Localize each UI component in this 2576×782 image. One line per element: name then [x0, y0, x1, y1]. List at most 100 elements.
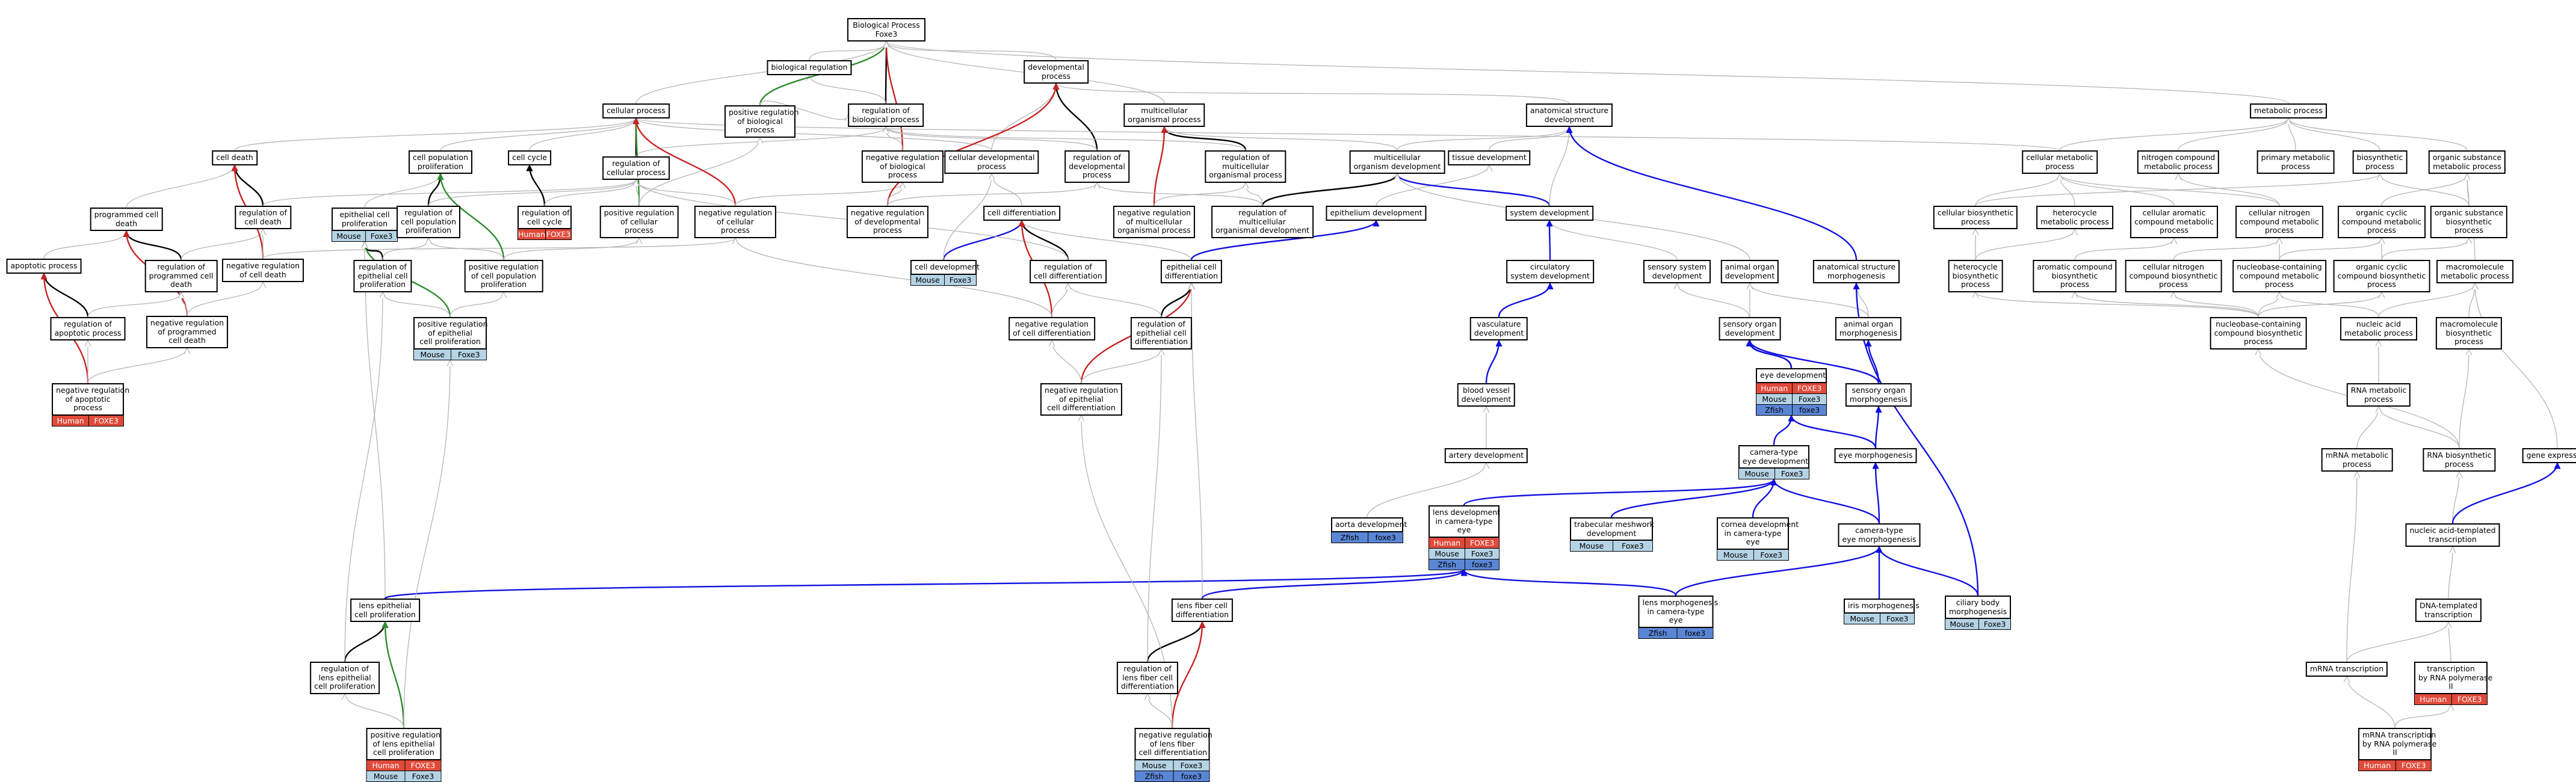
go-term-node[interactable]: cell differentiation: [983, 206, 1060, 221]
go-term-node[interactable]: cellular metabolic process: [2022, 150, 2098, 174]
go-term-node[interactable]: artery development: [1444, 448, 1528, 463]
go-term-node[interactable]: macromolecule biosynthetic process: [2435, 317, 2503, 349]
go-term-node[interactable]: sensory system development: [1643, 260, 1711, 283]
go-term-node[interactable]: cellular developmental process: [944, 150, 1039, 174]
go-term-node[interactable]: positive regulation of cell population p…: [464, 260, 543, 292]
go-term-node[interactable]: regulation of programmed cell death: [144, 260, 218, 292]
go-term-node[interactable]: negative regulation of apoptotic process…: [52, 383, 129, 426]
go-term-node[interactable]: regulation of lens epithelial cell proli…: [310, 662, 380, 694]
go-term-node[interactable]: organic cyclic compound metabolic proces…: [2338, 206, 2426, 238]
go-term-node[interactable]: epithelial cell differentiation: [1160, 260, 1223, 283]
go-term-node[interactable]: heterocycle biosynthetic process: [1948, 260, 2003, 292]
go-term-node[interactable]: anatomical structure development: [1525, 103, 1613, 127]
go-term-node[interactable]: regulation of multicellular organismal p…: [1205, 150, 1286, 183]
go-term-node[interactable]: tissue development: [1448, 150, 1531, 165]
go-term-node[interactable]: regulation of developmental process: [1064, 150, 1129, 183]
go-term-node[interactable]: regulation of cell differentiation: [1030, 260, 1107, 283]
go-term-node[interactable]: lens epithelial cell proliferation: [350, 599, 420, 622]
go-term-node[interactable]: cellular nitrogen compound biosynthetic …: [2125, 260, 2222, 292]
go-term-node[interactable]: negative regulation of multicellular org…: [1113, 206, 1196, 238]
go-term-node[interactable]: circulatory system development: [1506, 260, 1594, 283]
go-term-node[interactable]: aromatic compound biosynthetic process: [2033, 260, 2117, 292]
go-term-node[interactable]: animal organ development: [1720, 260, 1779, 283]
go-term-node[interactable]: negative regulation of biological proces…: [861, 150, 944, 183]
go-term-node[interactable]: metabolic process: [2250, 103, 2327, 119]
go-term-node[interactable]: positive regulation of cellular process: [599, 206, 679, 238]
go-term-node[interactable]: gene expression: [2522, 448, 2576, 463]
go-term-node[interactable]: cell population proliferation: [409, 150, 472, 174]
go-term-node[interactable]: regulation of epithelial cell differenti…: [1130, 317, 1193, 349]
go-term-node[interactable]: cellular nitrogen compound metabolic pro…: [2235, 206, 2323, 238]
go-term-node[interactable]: regulation of apoptotic process: [50, 317, 126, 340]
go-term-node[interactable]: biosynthetic process: [2352, 150, 2408, 174]
go-term-node[interactable]: nucleobase-containing compound biosynthe…: [2210, 317, 2307, 349]
go-term-node[interactable]: heterocycle metabolic process: [2036, 206, 2113, 229]
go-term-node[interactable]: multicellular organismal process: [1123, 103, 1205, 127]
go-term-node[interactable]: anatomical structure morphogenesis: [1812, 260, 1900, 283]
go-term-node[interactable]: lens fiber cell differentiation: [1171, 599, 1234, 622]
go-term-node[interactable]: organic substance metabolic process: [2428, 150, 2506, 174]
go-term-node[interactable]: vasculature development: [1469, 317, 1528, 340]
go-term-node[interactable]: nucleic acid metabolic process: [2340, 317, 2417, 340]
go-term-node[interactable]: apoptotic process: [6, 259, 82, 274]
go-term-node[interactable]: negative regulation of lens fiber cell d…: [1134, 728, 1212, 782]
go-term-node[interactable]: regulation of lens fiber cell differenti…: [1116, 662, 1179, 694]
go-term-node[interactable]: negative regulation of programmed cell d…: [146, 316, 229, 348]
go-term-node[interactable]: primary metabolic process: [2256, 150, 2335, 174]
go-term-node[interactable]: regulation of cellular process: [602, 156, 670, 180]
go-term-node[interactable]: negative regulation of cell differentiat…: [1008, 317, 1095, 340]
go-term-node[interactable]: positive regulation of biological proces…: [724, 105, 799, 138]
go-term-node[interactable]: positive regulation of lens epithelial c…: [366, 728, 442, 782]
go-term-node[interactable]: sensory organ development: [1719, 317, 1781, 340]
go-term-node[interactable]: organic substance biosynthetic process: [2430, 206, 2508, 238]
go-term-node[interactable]: blood vessel development: [1457, 383, 1516, 407]
go-term-node[interactable]: organic cyclic compound biosynthetic pro…: [2333, 260, 2430, 292]
go-term-node[interactable]: cell death: [212, 150, 258, 165]
go-term-node[interactable]: developmental process: [1024, 60, 1089, 84]
go-term-node[interactable]: macromolecule metabolic process: [2436, 260, 2513, 283]
go-term-node[interactable]: negative regulation of cell death: [221, 259, 304, 282]
go-term-node[interactable]: multicellular organism development: [1349, 150, 1445, 174]
go-term-node[interactable]: eye morphogenesis: [1834, 448, 1917, 463]
go-term-node[interactable]: negative regulation of cellular process: [694, 206, 777, 238]
go-term-node[interactable]: Biological Process Foxe3: [847, 18, 925, 42]
go-term-node[interactable]: regulation of epithelial cell proliferat…: [353, 260, 412, 292]
go-term-node[interactable]: system development: [1506, 206, 1593, 221]
go-term-node[interactable]: cellular biosynthetic process: [1933, 206, 2018, 229]
go-term-node[interactable]: sensory organ morphogenesis: [1845, 383, 1912, 407]
go-term-node[interactable]: cell cycle: [508, 150, 551, 165]
go-term-node[interactable]: programmed cell death: [90, 208, 163, 231]
go-term-node[interactable]: epithelium development: [1326, 206, 1427, 221]
go-term-node[interactable]: nucleic acid-templated transcription: [2405, 523, 2500, 547]
go-term-node[interactable]: regulation of biological process: [848, 103, 924, 127]
go-term-node[interactable]: regulation of cell population proliferat…: [397, 206, 460, 238]
go-term-node[interactable]: mRNA transcription: [2305, 662, 2388, 677]
go-term-node[interactable]: animal organ morphogenesis: [1835, 317, 1902, 340]
go-term-node[interactable]: positive regulation of epithelial cell p…: [413, 317, 488, 360]
go-term-node[interactable]: nitrogen compound metabolic process: [2137, 150, 2220, 174]
go-term-node[interactable]: negative regulation of developmental pro…: [846, 206, 929, 238]
go-term-node[interactable]: DNA-templated transcription: [2415, 599, 2482, 622]
go-term-node[interactable]: cellular process: [602, 103, 670, 119]
go-term-node[interactable]: regulation of multicellular organismal d…: [1211, 206, 1314, 238]
go-term-node[interactable]: nucleobase-containing compound metabolic…: [2232, 260, 2326, 292]
go-term-node[interactable]: RNA metabolic process: [2346, 383, 2411, 407]
go-term-node[interactable]: RNA biosynthetic process: [2423, 448, 2496, 472]
go-term-node[interactable]: camera-type eye morphogenesis: [1838, 523, 1921, 547]
go-term-node[interactable]: negative regulation of epithelial cell d…: [1040, 383, 1123, 416]
go-term-node[interactable]: cellular aromatic compound metabolic pro…: [2130, 206, 2218, 238]
go-term-node[interactable]: mRNA metabolic process: [2321, 448, 2393, 472]
